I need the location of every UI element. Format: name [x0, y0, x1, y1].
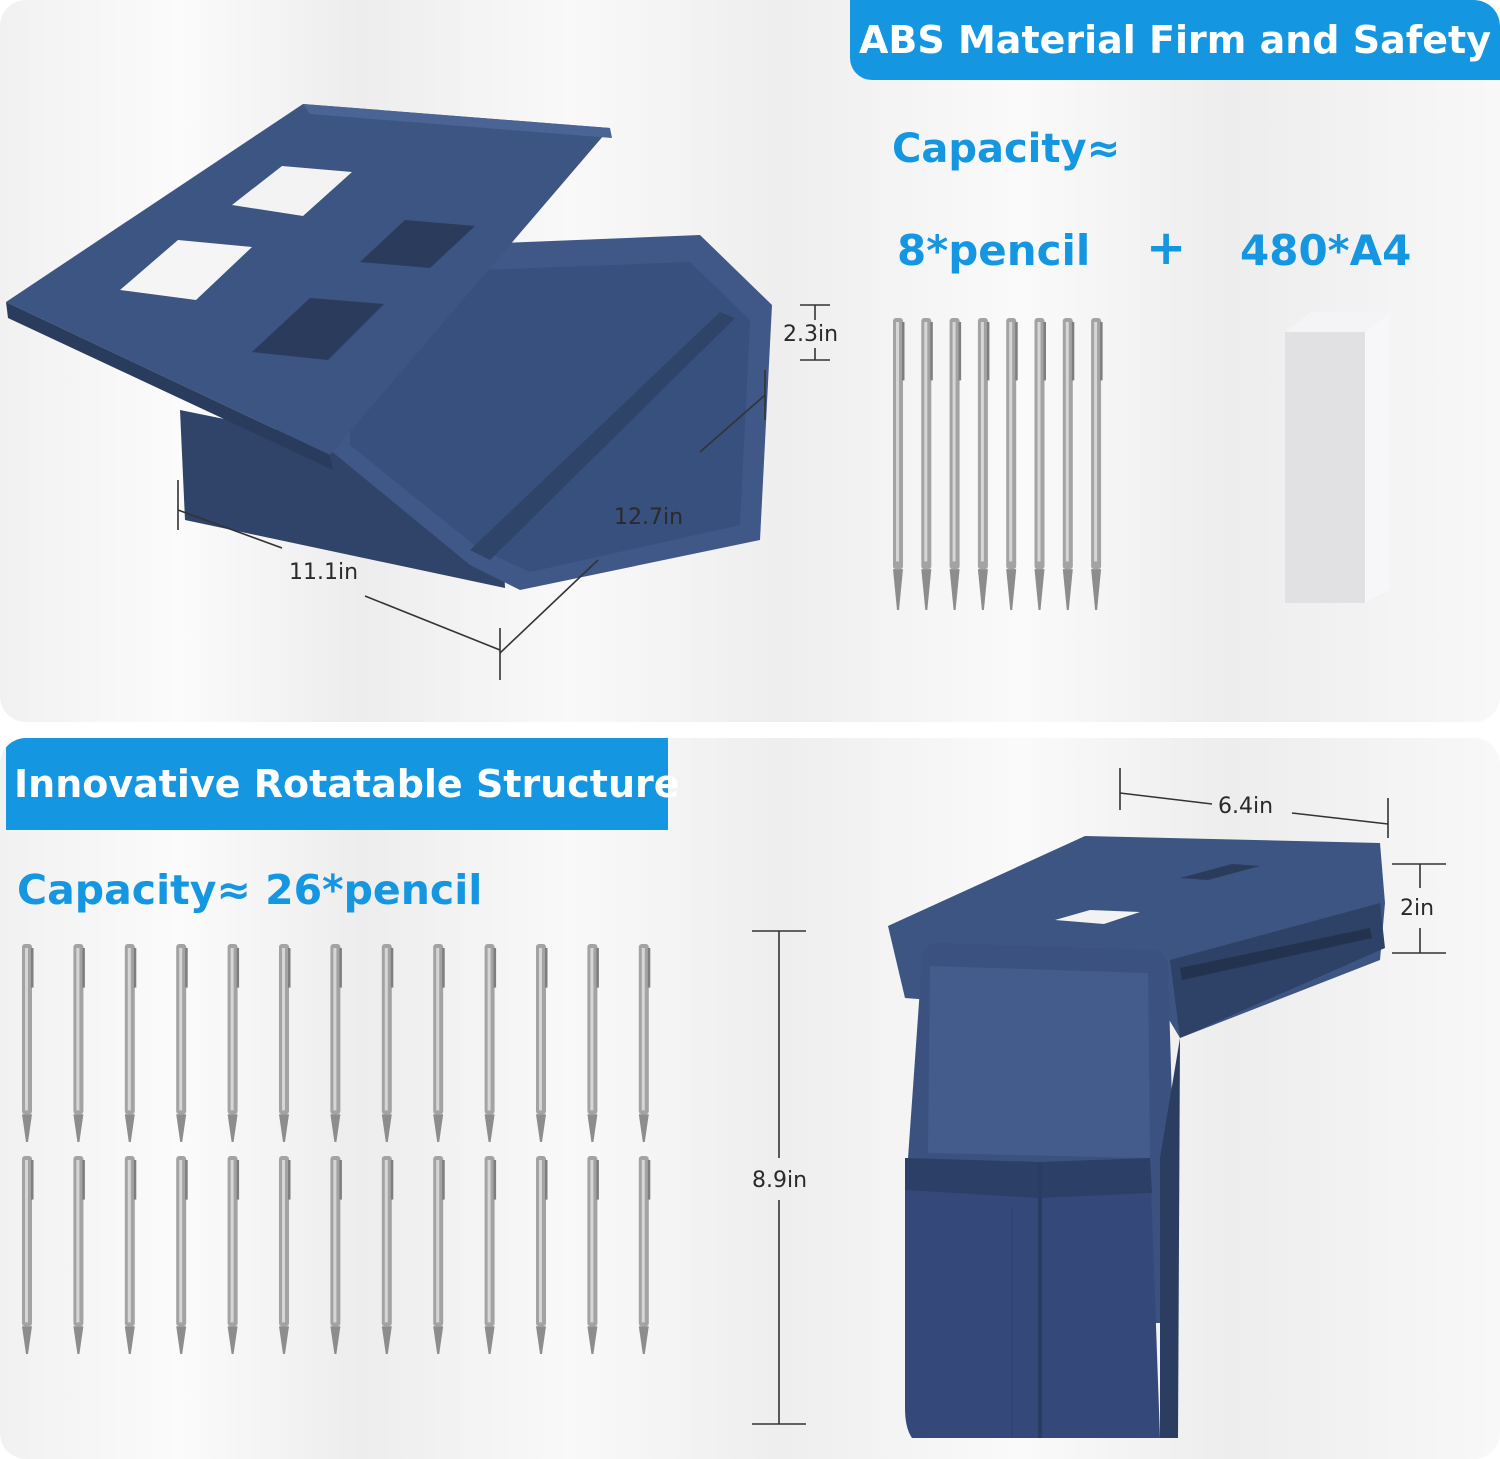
pencil-image — [484, 1156, 497, 1354]
paper-capacity: 480*A4 — [1240, 226, 1412, 275]
pencil-image — [227, 1156, 240, 1354]
a4-paper-stack-image — [1285, 312, 1390, 603]
height-dimension: 2.3in — [783, 322, 839, 347]
tray-slot — [252, 298, 384, 360]
capacity-label: Capacity≈ — [892, 126, 1121, 172]
structure-banner: Innovative Rotatable Structure — [6, 738, 680, 830]
pencil-image — [638, 944, 651, 1142]
pencil-image — [536, 944, 548, 1142]
material-banner: ABS Material Firm and Safety — [850, 0, 1500, 80]
pencil-image — [1091, 318, 1103, 610]
pencil-image — [587, 1156, 599, 1354]
pencil-image — [893, 318, 905, 610]
pencil-image — [330, 944, 342, 1142]
drawer-window — [1055, 910, 1140, 924]
pencil-image — [638, 1156, 651, 1354]
desk-drawer-image — [6, 104, 772, 590]
pencil-image — [921, 318, 933, 610]
pencil-image — [124, 1156, 137, 1354]
bottom-panel: Innovative Rotatable Structure Capacity≈… — [0, 738, 1500, 1459]
width-dimension: 6.4in — [1218, 794, 1274, 819]
pencil-image — [73, 1156, 85, 1354]
capacity-label: Capacity≈ 26*pencil — [17, 866, 483, 914]
pencil-image — [73, 944, 85, 1142]
tray-slot — [360, 220, 475, 268]
dimension-lines — [752, 768, 1446, 1425]
length-dimension: 8.9in — [752, 1168, 808, 1193]
drawer-slot — [1180, 864, 1260, 880]
bottom-illustration — [22, 768, 1446, 1438]
pencil-image — [1006, 318, 1018, 610]
top-panel: ABS Material Firm and Safety Capacity≈ 8… — [0, 0, 1500, 722]
pencil-group-8 — [893, 318, 1103, 610]
pencil-image — [484, 944, 497, 1142]
pencil-image — [227, 944, 240, 1142]
pencil-image — [433, 944, 445, 1142]
pencil-image — [176, 1156, 188, 1354]
dimension-lines — [177, 304, 830, 680]
top-illustration — [6, 104, 1390, 680]
pencil-image — [22, 1156, 34, 1354]
pencil-image — [381, 944, 394, 1142]
pencil-group-26 — [22, 944, 651, 1354]
pencil-capacity: 8*pencil — [897, 226, 1091, 275]
pencil-image — [536, 1156, 548, 1354]
plus-sign: + — [1146, 220, 1187, 276]
tray-cutout — [232, 166, 352, 216]
tray-cutout — [120, 240, 252, 300]
pencil-image — [22, 944, 34, 1142]
height-dimension: 2in — [1400, 896, 1435, 921]
pencil-image — [1034, 318, 1046, 610]
pencil-image — [279, 1156, 291, 1354]
pencil-image — [176, 944, 188, 1142]
rotatable-drawer-image — [888, 836, 1385, 1438]
pencil-image — [1062, 318, 1075, 610]
pencil-image — [381, 1156, 394, 1354]
pencil-image — [330, 1156, 342, 1354]
pencil-image — [279, 944, 291, 1142]
pencil-image — [587, 944, 599, 1142]
length-dimension: 11.1in — [289, 560, 359, 585]
pencil-image — [433, 1156, 445, 1354]
width-dimension: 12.7in — [614, 505, 684, 530]
pencil-image — [949, 318, 962, 610]
pencil-image — [124, 944, 137, 1142]
pencil-image — [977, 318, 990, 610]
